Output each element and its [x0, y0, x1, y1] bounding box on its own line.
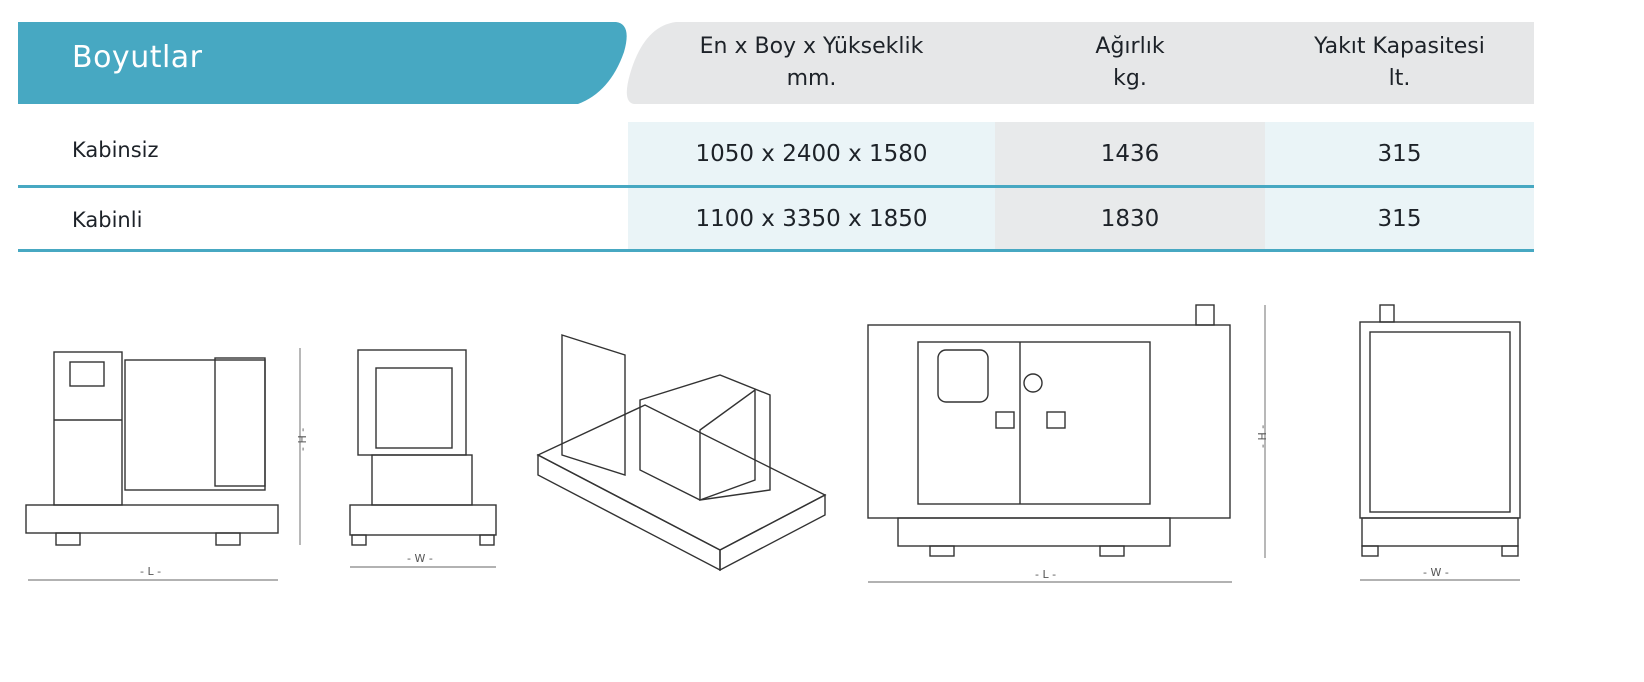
header-dimensions-unit: mm.: [786, 66, 837, 91]
row-divider: [18, 249, 1534, 252]
row-divider: [18, 185, 1534, 188]
table-header-bg: [626, 22, 1534, 104]
open-generator-isometric-view: [536, 334, 827, 572]
header-weight-unit: kg.: [1113, 66, 1147, 91]
cell-fuel: 315: [1265, 188, 1534, 249]
canopy-generator-front-view: [1359, 304, 1521, 581]
height-label: - H -: [1256, 425, 1269, 448]
section-title: Boyutlar: [72, 40, 203, 75]
length-label: - L -: [1035, 568, 1056, 581]
open-generator-front-view: [349, 349, 497, 568]
generator-drawings: - L - - H - - W -: [25, 304, 1521, 583]
width-label: - W -: [407, 552, 433, 565]
header-fuel: Yakıt Kapasitesi lt.: [1265, 22, 1534, 104]
row-label-kabinsiz: Kabinsiz: [72, 138, 159, 162]
row-label-kabinli: Kabinli: [72, 208, 143, 232]
cell-weight: 1436: [995, 122, 1265, 186]
width-label: - W -: [1423, 566, 1449, 579]
canopy-generator-side-view: [867, 304, 1266, 583]
cell-fuel: 315: [1265, 122, 1534, 186]
height-label: - H -: [296, 428, 309, 451]
header-dimensions-label: En x Boy x Yükseklik: [699, 34, 924, 59]
header-weight: Ağırlık kg.: [995, 22, 1265, 104]
cell-weight: 1830: [995, 188, 1265, 249]
title-band: [18, 22, 627, 104]
header-fuel-label: Yakıt Kapasitesi: [1314, 34, 1485, 59]
cell-dimensions: 1100 x 3350 x 1850: [628, 188, 995, 249]
open-generator-side-view: [25, 348, 301, 581]
header-dimensions: En x Boy x Yükseklik mm.: [628, 22, 995, 104]
header-fuel-unit: lt.: [1388, 66, 1411, 91]
header-weight-label: Ağırlık: [1095, 34, 1165, 59]
cell-dimensions: 1050 x 2400 x 1580: [628, 122, 995, 186]
length-label: - L -: [140, 565, 161, 578]
